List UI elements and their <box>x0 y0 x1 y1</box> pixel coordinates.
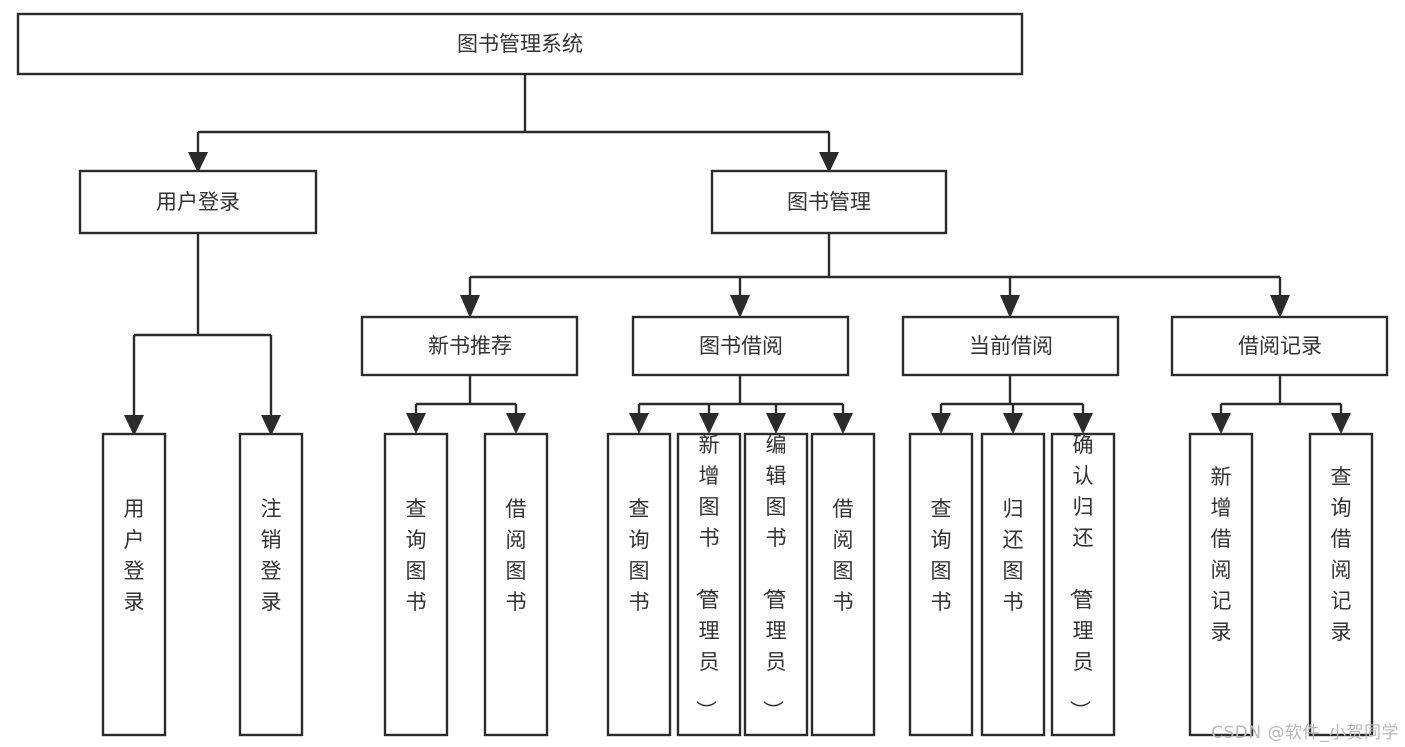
node-book-borrow-label: 图书借阅 <box>699 334 783 358</box>
arrow-borrow-book-leaf-4 <box>833 413 853 434</box>
connector-group-borrow-book <box>629 375 853 434</box>
node-leaf-query-book-recommend-box[interactable] <box>383 432 449 737</box>
node-root-system-box[interactable] <box>16 12 1024 76</box>
arrow-book-mgmt-child-4 <box>1270 295 1290 318</box>
node-borrow-record-label: 借阅记录 <box>1238 334 1322 358</box>
arrow-borrow-book-leaf-3 <box>766 413 786 434</box>
node-book-management[interactable]: 图书管理 <box>710 169 948 235</box>
node-root-system[interactable]: 图书管理系统 <box>16 12 1024 76</box>
arrow-borrow-book-leaf-2 <box>699 413 719 434</box>
node-leaf-query-book-current-box[interactable] <box>908 432 974 737</box>
node-leaf-confirm-return-admin[interactable]: 确认归还（管理员） <box>1050 432 1116 737</box>
node-book-management-box[interactable] <box>710 169 948 235</box>
node-leaf-borrow-book-box[interactable] <box>810 432 876 737</box>
node-leaf-return-book-label: 归还图书 <box>1003 497 1024 614</box>
node-user-login[interactable]: 用户登录 <box>78 169 318 235</box>
arrow-user-login-leaf-1 <box>124 415 144 436</box>
node-root-system-label: 图书管理系统 <box>457 32 583 56</box>
arrow-borrow-record-leaf-2 <box>1331 413 1351 434</box>
node-leaf-query-borrow-record[interactable]: 查询借阅记录 <box>1308 432 1374 737</box>
node-leaf-query-borrow-record-box[interactable] <box>1308 432 1374 737</box>
node-borrow-record-box[interactable] <box>1170 315 1389 377</box>
node-leaf-borrow-book-label: 借阅图书 <box>833 497 854 614</box>
node-current-borrow[interactable]: 当前借阅 <box>901 315 1120 377</box>
node-leaf-user-login-label: 用户登录 <box>124 497 145 614</box>
connector-group-root <box>188 74 839 173</box>
arrow-book-mgmt-child-2 <box>730 295 750 318</box>
node-leaf-user-login-box[interactable] <box>101 432 167 737</box>
node-leaf-edit-book-admin[interactable]: 编辑图书（管理员） <box>743 432 809 737</box>
node-leaf-borrow-book-recommend[interactable]: 借阅图书 <box>483 432 549 737</box>
node-book-borrow[interactable]: 图书借阅 <box>631 315 850 377</box>
connector-group-current-borrow <box>931 375 1093 434</box>
node-leaf-query-book-recommend[interactable]: 查询图书 <box>383 432 449 737</box>
node-leaf-logout-label: 注销登录 <box>261 497 282 614</box>
node-leaf-logout-box[interactable] <box>238 432 304 737</box>
node-leaf-add-book-admin-box[interactable] <box>676 432 742 737</box>
arrow-borrow-book-leaf-1 <box>629 413 649 434</box>
node-current-borrow-label: 当前借阅 <box>969 334 1053 358</box>
node-leaf-add-book-admin-label: 新增图书（管理员） <box>694 433 720 721</box>
connector-group-new-book <box>406 375 526 434</box>
arrow-root-to-book-mgmt <box>819 152 839 173</box>
arrow-root-to-user-login <box>188 152 208 173</box>
node-leaf-query-book-borrow[interactable]: 查询图书 <box>606 432 672 737</box>
node-leaf-add-borrow-record[interactable]: 新增借阅记录 <box>1188 432 1254 737</box>
node-leaf-add-borrow-record-box[interactable] <box>1188 432 1254 737</box>
node-new-book-recommend[interactable]: 新书推荐 <box>360 315 579 377</box>
node-leaf-borrow-book[interactable]: 借阅图书 <box>810 432 876 737</box>
arrow-current-borrow-leaf-1 <box>931 413 951 434</box>
node-leaf-confirm-return-admin-box[interactable] <box>1050 432 1116 737</box>
arrow-borrow-record-leaf-1 <box>1211 413 1231 434</box>
node-leaf-query-book-current-label: 查询图书 <box>931 497 952 614</box>
node-current-borrow-box[interactable] <box>901 315 1120 377</box>
csdn-watermark: CSDN @软件_小贺同学 <box>1211 723 1399 743</box>
node-user-login-label: 用户登录 <box>156 190 240 214</box>
node-leaf-borrow-book-recommend-label: 借阅图书 <box>506 497 527 614</box>
node-leaf-logout[interactable]: 注销登录 <box>238 432 304 737</box>
arrow-new-book-leaf-1 <box>406 413 426 434</box>
node-leaf-borrow-book-recommend-box[interactable] <box>483 432 549 737</box>
arrow-current-borrow-leaf-3 <box>1073 413 1093 434</box>
node-leaf-query-book-recommend-label: 查询图书 <box>406 497 427 614</box>
node-leaf-return-book[interactable]: 归还图书 <box>980 432 1046 737</box>
node-leaf-edit-book-admin-label: 编辑图书（管理员） <box>761 433 787 721</box>
node-book-borrow-box[interactable] <box>631 315 850 377</box>
connector-group-borrow-record <box>1211 375 1351 434</box>
arrow-book-mgmt-child-1 <box>460 295 480 318</box>
node-leaf-query-book-borrow-box[interactable] <box>606 432 672 737</box>
node-book-management-label: 图书管理 <box>787 190 871 214</box>
arrow-current-borrow-leaf-2 <box>1003 413 1023 434</box>
node-leaf-confirm-return-admin-label: 确认归还（管理员） <box>1068 433 1094 721</box>
connector-group-user-login <box>124 233 281 436</box>
node-leaf-query-borrow-record-label: 查询借阅记录 <box>1331 465 1352 644</box>
node-leaf-edit-book-admin-box[interactable] <box>743 432 809 737</box>
node-leaf-return-book-box[interactable] <box>980 432 1046 737</box>
arrow-user-login-leaf-2 <box>261 415 281 436</box>
node-new-book-recommend-label: 新书推荐 <box>428 334 512 358</box>
arrow-book-mgmt-child-3 <box>1000 295 1020 318</box>
node-leaf-query-book-current[interactable]: 查询图书 <box>908 432 974 737</box>
node-user-login-box[interactable] <box>78 169 318 235</box>
node-new-book-recommend-box[interactable] <box>360 315 579 377</box>
node-leaf-add-borrow-record-label: 新增借阅记录 <box>1211 465 1232 644</box>
arrow-new-book-leaf-2 <box>506 413 526 434</box>
node-leaf-query-book-borrow-label: 查询图书 <box>629 497 650 614</box>
connector-group-book-mgmt <box>460 233 1290 318</box>
node-leaf-add-book-admin[interactable]: 新增图书（管理员） <box>676 432 742 737</box>
node-leaf-user-login[interactable]: 用户登录 <box>101 432 167 737</box>
node-borrow-record[interactable]: 借阅记录 <box>1170 315 1389 377</box>
